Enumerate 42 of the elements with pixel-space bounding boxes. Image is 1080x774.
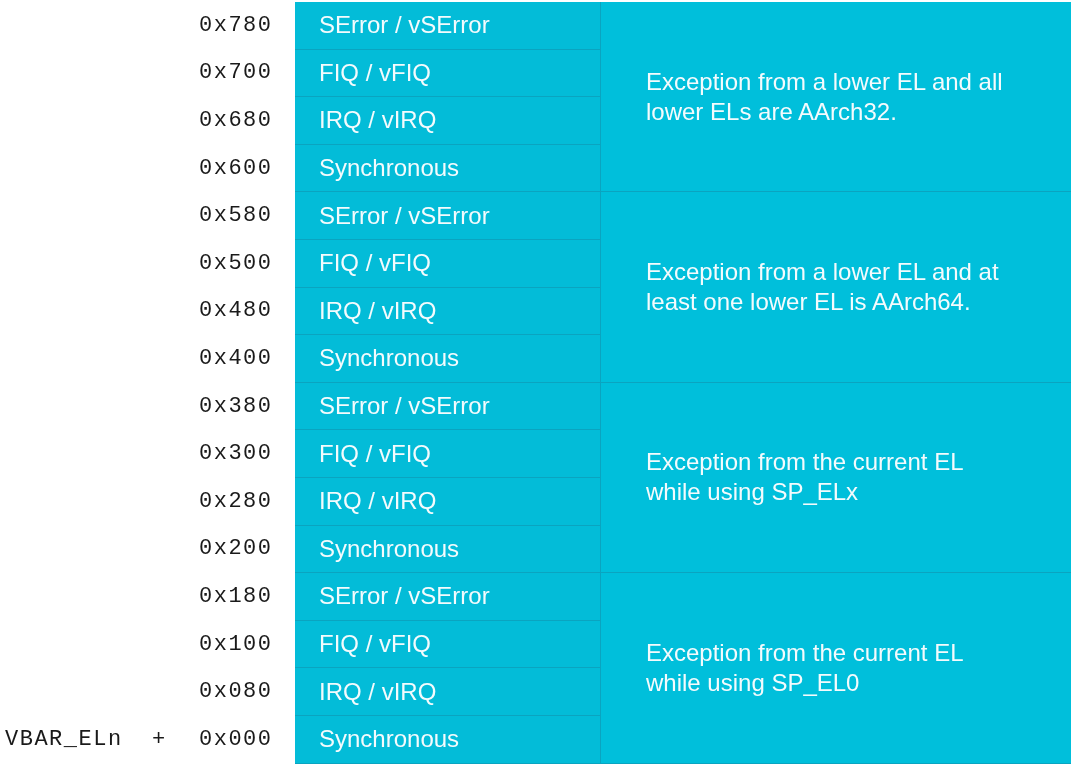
offset-label: 0x200 — [199, 538, 273, 561]
exception-source-panel — [600, 192, 1071, 383]
offset-label: 0x500 — [199, 252, 273, 275]
vector-entry: IRQ / vIRQ — [295, 97, 600, 145]
vector-entry: FIQ / vFIQ — [295, 49, 600, 98]
vector-entry: Synchronous — [295, 335, 600, 383]
offset-label: 0x100 — [199, 633, 273, 656]
offset-label: 0x700 — [199, 62, 273, 85]
vector-entry: FIQ / vFIQ — [295, 430, 600, 478]
plus-sign: + — [152, 728, 167, 751]
offset-label: 0x680 — [199, 110, 273, 132]
offset-label: 0x780 — [199, 14, 273, 37]
vector-entry: Synchronous — [295, 716, 600, 764]
offset-label: 0x400 — [199, 348, 273, 370]
vector-entry: FIQ / vFIQ — [295, 620, 600, 669]
vector-entry: SError / vSError — [295, 382, 600, 431]
exception-source-text: Exception from a lower EL and all lower ELs are AArch32. — [646, 66, 1004, 127]
register-name: VBAR_ELn — [5, 728, 123, 751]
vector-entry: Synchronous — [295, 144, 600, 193]
exception-source-panel — [600, 382, 1071, 574]
exception-source-text: Exception from the current EL while using SP_EL0 — [646, 637, 964, 698]
vector-entry: IRQ / vIRQ — [295, 287, 600, 336]
offset-label: 0x000 — [199, 728, 273, 751]
offset-label: 0x080 — [199, 681, 273, 704]
vector-entry: Synchronous — [295, 525, 600, 574]
vector-entry: SError / vSError — [295, 2, 600, 50]
exception-source-text: Exception from a lower EL and at least one lower EL is AArch64. — [646, 257, 1000, 318]
offset-label: 0x300 — [199, 443, 273, 466]
exception-source-text: Exception from the current EL while using SP_ELx — [646, 447, 964, 508]
offset-label: 0x600 — [199, 157, 273, 180]
offset-label: 0x580 — [199, 205, 273, 228]
vector-entry: SError / vSError — [295, 573, 600, 621]
offset-label: 0x480 — [199, 300, 273, 323]
offset-label: 0x380 — [199, 395, 273, 418]
offset-label: 0x280 — [199, 490, 273, 513]
vector-entry: IRQ / vIRQ — [295, 668, 600, 716]
exception-source-panel — [600, 2, 1071, 193]
vector-entry: SError / vSError — [295, 192, 600, 240]
vector-entry: FIQ / vFIQ — [295, 240, 600, 288]
offset-label: 0x180 — [199, 586, 273, 608]
vector-entry: IRQ / vIRQ — [295, 478, 600, 526]
exception-source-panel — [600, 573, 1071, 764]
